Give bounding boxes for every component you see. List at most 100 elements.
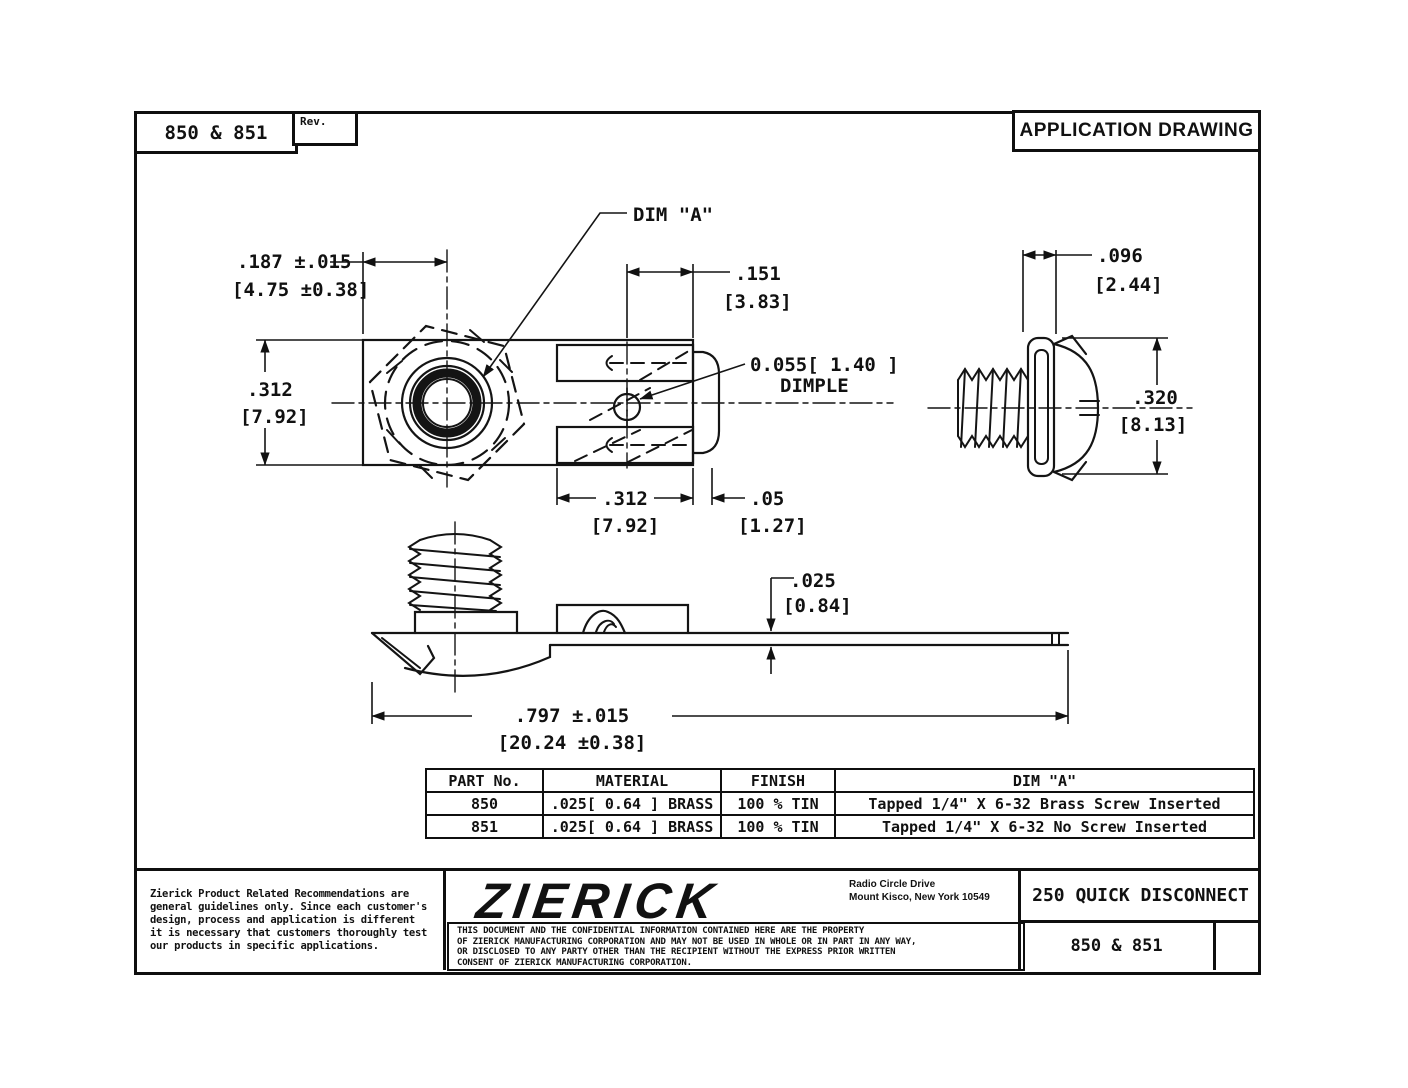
- dim-head-in: .096: [1097, 245, 1143, 267]
- disclaimer-line: it is necessary that customers thoroughl…: [150, 927, 427, 939]
- confidentiality-line: CONSENT OF ZIERICK MANUFACTURING CORPORA…: [457, 957, 692, 968]
- flange-front: [413, 610, 519, 635]
- dim-pitch-mm: [4.75 ±0.38]: [232, 279, 369, 301]
- clip-outline: [1026, 336, 1056, 478]
- cell-finish: 100 % TIN: [720, 814, 836, 839]
- dim-length-mm: [20.24 ±0.38]: [498, 732, 647, 754]
- head-notch-bottom: [1052, 460, 1088, 482]
- confidentiality-line: OR DISCLOSED TO ANY PARTY OTHER THAN THE…: [457, 947, 896, 957]
- hex-texture: [386, 329, 513, 479]
- title-block-top-line: [134, 868, 1258, 871]
- table-header-row: PART No. MATERIAL FINISH DIM "A": [425, 768, 1255, 793]
- dim-a-callout: DIM "A": [633, 204, 713, 226]
- confidentiality-line: THIS DOCUMENT AND THE CONFIDENTIAL INFOR…: [457, 926, 865, 936]
- dim-thick-mm: [0.84]: [783, 595, 852, 617]
- front-view-dimensions: [371, 577, 1069, 724]
- table-row: 850 .025[ 0.64 ] BRASS 100 % TIN Tapped …: [425, 791, 1255, 816]
- dim-tab-mm: [3.83]: [723, 291, 792, 313]
- title-block-divider-2: [1018, 868, 1021, 970]
- cell-dim-a: Tapped 1/4" X 6-32 Brass Screw Inserted: [834, 791, 1255, 816]
- revision-box: Rev.: [292, 111, 358, 146]
- address-line: Mount Kisco, New York 10549: [849, 892, 990, 903]
- title-block-divider-3: [1018, 920, 1258, 923]
- raised-bridge: [555, 603, 690, 635]
- dimple-label: DIMPLE: [780, 375, 849, 397]
- title-block-divider-4: [1213, 920, 1216, 970]
- head-dome: [1052, 342, 1100, 474]
- thread-relief-circle: [383, 339, 511, 467]
- table-row: 851 .025[ 0.64 ] BRASS 100 % TIN Tapped …: [425, 814, 1255, 839]
- dimple-value: 0.055[ 1.40 ]: [750, 354, 899, 376]
- front-screw-threads: [407, 533, 503, 612]
- confidentiality-line: OF ZIERICK MANUFACTURING CORPORATION AND…: [457, 936, 917, 947]
- col-header-part: PART No.: [425, 768, 544, 793]
- drawing-type-box: APPLICATION DRAWING: [1012, 110, 1261, 152]
- boss-circle: [400, 356, 494, 450]
- lance-hidden-lines: [574, 348, 693, 463]
- col-header-dim-a: DIM "A": [834, 768, 1255, 793]
- title-block-divider-1: [443, 868, 446, 970]
- dim-pitch-in: .187 ±.015: [237, 251, 351, 273]
- revision-cell-empty: [1216, 923, 1255, 970]
- hole-circle: [422, 378, 472, 428]
- wedge-point: [370, 631, 436, 676]
- dim-head-mm: [2.44]: [1094, 274, 1163, 296]
- hex-boss-dashed: [368, 324, 526, 482]
- dim-offset-in: .05: [750, 488, 784, 510]
- col-header-material: MATERIAL: [542, 768, 722, 793]
- lance-dome-hatch: [595, 619, 617, 633]
- cell-dim-a: Tapped 1/4" X 6-32 No Screw Inserted: [834, 814, 1255, 839]
- cell-part: 851: [425, 814, 544, 839]
- product-title: 250 QUICK DISCONNECT: [1032, 884, 1249, 906]
- body-outline: [361, 338, 695, 467]
- counterbore-circle: [408, 364, 486, 442]
- revision-label: Rev.: [300, 115, 327, 128]
- screw-slot: [1079, 400, 1100, 416]
- disclaimer-line: Zierick Product Related Recommendations …: [150, 888, 409, 900]
- col-header-finish: FINISH: [720, 768, 836, 793]
- part-number-bottom: 850 & 851: [1070, 935, 1163, 956]
- dim-body-mm: [7.92]: [591, 515, 660, 537]
- plan-dimensions: [256, 212, 746, 505]
- plan-view: [331, 249, 894, 488]
- company-address: Radio Circle Drive Mount Kisco, New York…: [849, 878, 990, 904]
- disclaimer-note: Zierick Product Related Recommendations …: [150, 888, 442, 953]
- disclaimer-line: our products in specific applications.: [150, 940, 379, 952]
- wedge-inner-line: [381, 637, 421, 669]
- belly-arc: [403, 643, 552, 677]
- dim-thick-in: .025: [790, 570, 836, 592]
- screw-side-view: [927, 334, 1193, 482]
- screw-threads: [957, 367, 1029, 449]
- part-number-cell: 850 & 851: [1020, 922, 1213, 969]
- dim-height-in: .312: [247, 379, 293, 401]
- right-tab: [691, 350, 721, 455]
- front-view: [370, 521, 1070, 696]
- upper-lance: [555, 343, 695, 383]
- tapped-thread-ring: [412, 368, 482, 438]
- clip-inner: [1034, 349, 1049, 465]
- cell-finish: 100 % TIN: [720, 791, 836, 816]
- cell-material: .025[ 0.64 ] BRASS: [542, 791, 722, 816]
- dim-length-in: .797 ±.015: [515, 705, 629, 727]
- screw-view-dimensions: [1022, 250, 1168, 475]
- sheet-border: [134, 111, 1261, 975]
- product-title-cell: 250 QUICK DISCONNECT: [1020, 868, 1261, 922]
- dimension-labels: .187 ±.015 [4.75 ±0.38] DIM "A" .151 [3.…: [232, 204, 1187, 754]
- lower-lance-curl: [605, 437, 613, 453]
- part-number-title: 850 & 851: [164, 121, 268, 144]
- break-ticks: [1051, 632, 1060, 646]
- dim-height-mm: [7.92]: [240, 406, 309, 428]
- dim-offset-mm: [1.27]: [738, 515, 807, 537]
- dim-screw-in: .320: [1132, 387, 1178, 409]
- drawing-type-label: APPLICATION DRAWING: [1019, 120, 1254, 141]
- parts-table: PART No. MATERIAL FINISH DIM "A" 850 .02…: [425, 768, 1255, 839]
- dim-body-in: .312: [602, 488, 648, 510]
- cell-material: .025[ 0.64 ] BRASS: [542, 814, 722, 839]
- upper-lance-curl: [605, 355, 613, 371]
- lower-lance: [555, 425, 695, 465]
- confidentiality-notice: THIS DOCUMENT AND THE CONFIDENTIAL INFOR…: [447, 922, 1025, 971]
- disclaimer-line: design, process and application is diffe…: [150, 914, 415, 926]
- lance-dome: [581, 609, 627, 635]
- head-notch-top: [1052, 334, 1088, 356]
